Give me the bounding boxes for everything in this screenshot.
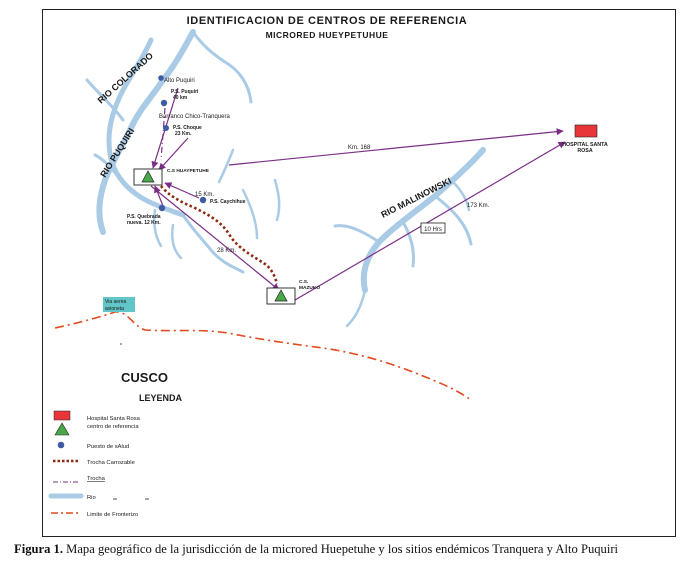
legend-limite: Limite de Fronterizo [87,512,138,518]
legend-trocha-carrozable: Trocha Carrozable [87,460,135,466]
label-ps-quebrada-2: nueva. 12 Km. [127,220,161,226]
label-hospital-2: ROSA [577,148,592,154]
map-canvas: IDENTIFICACION DE CENTROS DE REFERENCIA … [48,15,608,518]
map-subtitle: MICRORED HUEYPETUHUE [266,30,389,40]
post-choque-dot [163,125,169,131]
air-route-marker [103,297,135,312]
route-arrows [150,87,566,301]
label-cs-huaypetuhe: C.S HUAYPETUHE [167,168,210,174]
river-tributary [181,213,245,274]
arrow-km168 [228,128,564,166]
map-title: IDENTIFICACION DE CENTROS DE REFERENCIA [187,15,468,27]
river-tributary [241,188,259,240]
label-173km: 173 Km. [467,203,490,209]
river-puquiri [96,29,196,235]
label-ps-quebrada-1: P.S. Quebrada [127,214,161,220]
river-colorado [106,37,186,218]
river-tributary [433,194,473,246]
label-cusco: CUSCO [121,370,168,385]
river-tributary [191,30,253,104]
map-frame: IDENTIFICACION DE CENTROS DE REFERENCIA … [42,9,676,537]
label-cs-mazuko-1: C.S. [299,279,308,285]
post-quebrada-dot [158,204,166,212]
legend-post-swatch [57,441,65,449]
legend-puesto: Puesto de sAlud [87,444,129,450]
arrow-quebrada [154,185,164,207]
arrow-173km [294,141,566,301]
label-rio-colorado: RIO COLORADO [96,51,155,106]
figure-caption-label: Figura 1. [14,542,63,556]
legend-hospital-2: centro de referencia [87,424,139,430]
river-tributary [273,178,281,222]
post-puquiri-dot [160,99,168,107]
river-tributary [85,78,125,122]
label-ps-choque-dist: 23 Km. [175,131,192,137]
river-network [85,29,486,328]
arrow-28km [150,185,280,291]
post-alto-puquiri-dot [158,75,164,81]
legend-trocha: Trocha [87,476,106,482]
time-badge-box [420,222,446,234]
label-ps-puquiri: P.S. Puquiri [171,89,199,95]
label-via-aerea-1: Via aerea [105,299,127,305]
legend-title: LEYENDA [139,393,183,403]
label-cs-mazuko-2: MAZUKO [299,285,320,291]
legend: LEYENDA Hospital Santa Rosa centro de re… [48,393,183,518]
cs-huaypetuhe-triangle [141,170,155,183]
figure-caption: Figura 1. Mapa geográfico de la jurisdic… [14,542,684,557]
river-tributary [93,153,123,182]
river-tributary [171,223,183,260]
label-ps-caychihue: P.S. Caychihue [210,199,246,205]
label-ps-puquiri-dist: 40 km [173,95,188,101]
river-tributary [153,208,163,248]
label-ps-choque: P.S. Choque [173,125,202,131]
label-barranco: Barranco Chico-Tranquera [159,114,230,120]
river-malinowski [360,147,486,293]
river-tributary [401,220,415,268]
arrow-caychihue [164,182,200,199]
river-tributary [333,224,381,244]
label-km168: Km. 168 [348,145,371,151]
river-tributary [451,180,471,212]
river-tributary [217,148,235,184]
cs-mazuko-triangle [274,289,288,302]
label-15km: 15 Km. [195,192,214,198]
label-10hrs: 10 Hrs [424,227,442,233]
label-alto-puquiri: Alto Puquiri [164,78,195,84]
arrow-choque [158,137,189,171]
label-hospital-1: HOSPITAL SANTA [562,142,608,148]
figure-caption-text: Mapa geográfico de la jurisdicción de la… [66,542,619,556]
legend-hospital-1: Hospital Santa Rosa [87,416,141,422]
legend-rio: Rio [87,495,96,501]
hospital-santa-rosa-marker [574,124,598,138]
label-28km: 28 Km. [217,248,236,254]
legend-hospital-swatch [53,410,71,421]
border-line [54,311,472,401]
legend-triangle-swatch [54,422,70,436]
river-tributary [345,288,367,328]
post-caychihue-dot [199,196,207,204]
label-via-aerea-2: avioneta [105,306,124,312]
